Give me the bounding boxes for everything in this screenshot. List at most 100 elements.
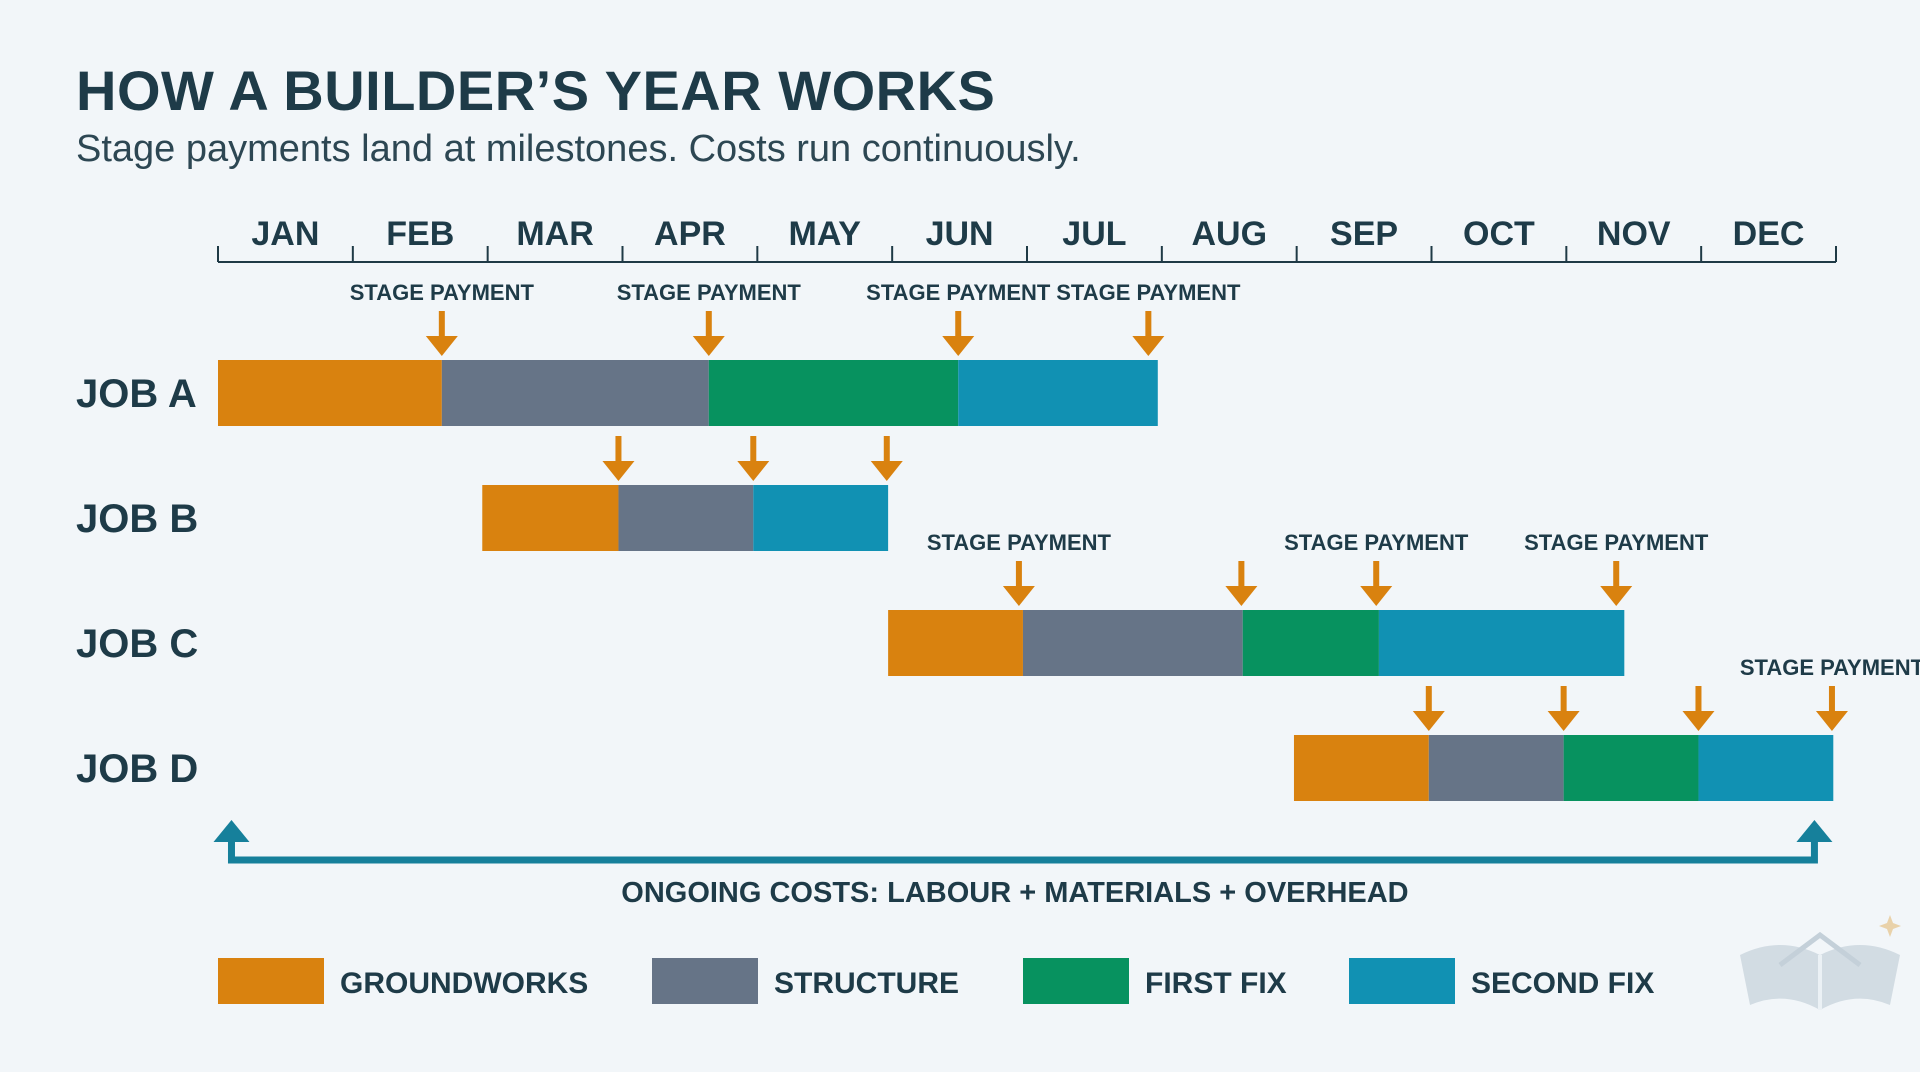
arrow-shaft	[1613, 561, 1620, 589]
bar-groundworks	[888, 610, 1023, 676]
arrow-shaft	[1145, 311, 1152, 339]
arrow-head	[1682, 711, 1715, 731]
costs-bracket	[227, 842, 1818, 864]
payment-arrow-icon	[737, 436, 770, 481]
month-label-jun: JUN	[926, 215, 994, 253]
arrow-up-icon	[213, 820, 250, 842]
page-title: HOW A BUILDER’S YEAR WORKS	[76, 59, 996, 122]
arrow-shaft	[750, 436, 757, 464]
job-bars	[218, 360, 1834, 801]
legend-label-second-fix: SECOND FIX	[1471, 967, 1654, 1000]
month-label-oct: OCT	[1463, 215, 1535, 253]
bar-first-fix	[1242, 610, 1379, 676]
bar-groundworks	[1293, 735, 1429, 801]
bar-second-fix	[958, 360, 1158, 426]
arrow-shaft	[1828, 686, 1835, 714]
arrow-shaft	[1695, 686, 1702, 714]
arrow-up-icon	[1796, 820, 1833, 842]
arrow-head	[870, 461, 903, 481]
bar-second-fix	[1378, 610, 1625, 676]
stage-payment-label: STAGE PAYMENT	[617, 280, 802, 305]
stage-payment-label: STAGE PAYMENT	[1056, 280, 1241, 305]
stage-payment-label: STAGE PAYMENT	[1740, 655, 1920, 680]
month-label-mar: MAR	[516, 215, 593, 253]
arrow-shaft	[1560, 686, 1567, 714]
stage-payment-label: STAGE PAYMENT	[1524, 530, 1709, 555]
month-label-jan: JAN	[251, 215, 319, 253]
legend: GROUNDWORKS STRUCTURE FIRST FIX SECOND FIX	[218, 958, 1654, 1004]
bar-first-fix	[1563, 735, 1699, 801]
arrow-head	[1225, 586, 1258, 606]
arrow-head	[1002, 586, 1035, 606]
legend-label-structure: STRUCTURE	[774, 967, 959, 1000]
payment-arrow-icon	[870, 436, 903, 481]
arrow-head	[1132, 336, 1165, 356]
ongoing-costs: ONGOING COSTS: LABOUR + MATERIALS + OVER…	[213, 820, 1833, 909]
stage-payment-label: STAGE PAYMENT	[866, 280, 1051, 305]
arrow-head	[1547, 711, 1580, 731]
arrow-head	[737, 461, 770, 481]
payment-arrow-icon	[602, 436, 635, 481]
month-label-dec: DEC	[1733, 215, 1805, 253]
job-label-3: JOB C	[76, 622, 198, 666]
arrow-head	[1412, 711, 1445, 731]
month-label-may: MAY	[789, 215, 862, 253]
month-label-sep: SEP	[1330, 215, 1398, 253]
month-label-feb: FEB	[386, 215, 454, 253]
payment-arrow-icon	[425, 311, 458, 356]
arrow-head	[1815, 711, 1848, 731]
arrow-shaft	[1425, 686, 1432, 714]
payment-arrow-icon	[1815, 686, 1848, 731]
bar-structure	[1022, 610, 1243, 676]
ongoing-costs-label: ONGOING COSTS: LABOUR + MATERIALS + OVER…	[621, 877, 1408, 909]
arrow-head	[692, 336, 725, 356]
arrow-shaft	[955, 311, 962, 339]
payment-arrow-icon	[942, 311, 975, 356]
bar-groundworks	[218, 360, 442, 426]
legend-label-first-fix: FIRST FIX	[1145, 967, 1287, 1000]
month-axis: JAN FEB MAR APR MAY JUN JUL AUG SEP OCT NOV DEC	[217, 215, 1837, 263]
month-label-jul: JUL	[1062, 215, 1126, 253]
bar-structure	[618, 485, 754, 551]
bar-groundworks	[482, 485, 619, 551]
month-label-nov: NOV	[1597, 215, 1671, 253]
payment-arrow-icon	[1360, 561, 1393, 606]
legend-swatch-structure	[652, 958, 758, 1004]
legend-label-groundworks: GROUNDWORKS	[340, 967, 588, 1000]
arrow-head	[1360, 586, 1393, 606]
payment-arrow-icon	[1002, 561, 1035, 606]
job-label-1: JOB A	[76, 372, 197, 416]
job-label-2: JOB B	[76, 497, 198, 541]
arrow-head	[942, 336, 975, 356]
arrow-shaft	[615, 436, 622, 464]
arrow-head	[602, 461, 635, 481]
job-label-4: JOB D	[76, 747, 198, 791]
arrow-shaft	[1238, 561, 1245, 589]
month-label-aug: AUG	[1191, 215, 1267, 253]
stage-payment-label: STAGE PAYMENT	[927, 530, 1112, 555]
arrow-head	[425, 336, 458, 356]
payment-arrow-icon	[1225, 561, 1258, 606]
legend-swatch-groundworks	[218, 958, 324, 1004]
payment-arrow-icon	[1412, 686, 1445, 731]
payment-arrow-icon	[1682, 686, 1715, 731]
arrow-shaft	[1373, 561, 1380, 589]
payment-arrow-icon	[1132, 311, 1165, 356]
arrow-shaft	[705, 311, 712, 339]
legend-swatch-first-fix	[1023, 958, 1129, 1004]
arrow-shaft	[438, 311, 445, 339]
page-subtitle: Stage payments land at milestones. Costs…	[76, 128, 1081, 170]
legend-swatch-second-fix	[1349, 958, 1455, 1004]
bar-structure	[1428, 735, 1564, 801]
month-label-apr: APR	[654, 215, 726, 253]
stage-payment-label: STAGE PAYMENT	[350, 280, 535, 305]
payment-arrow-icon	[1600, 561, 1633, 606]
arrow-shaft	[1015, 561, 1022, 589]
brand-logo	[1740, 915, 1901, 1010]
bar-first-fix	[708, 360, 959, 426]
bar-second-fix	[1698, 735, 1834, 801]
stage-payment-label: STAGE PAYMENT	[1284, 530, 1469, 555]
bar-structure	[441, 360, 709, 426]
